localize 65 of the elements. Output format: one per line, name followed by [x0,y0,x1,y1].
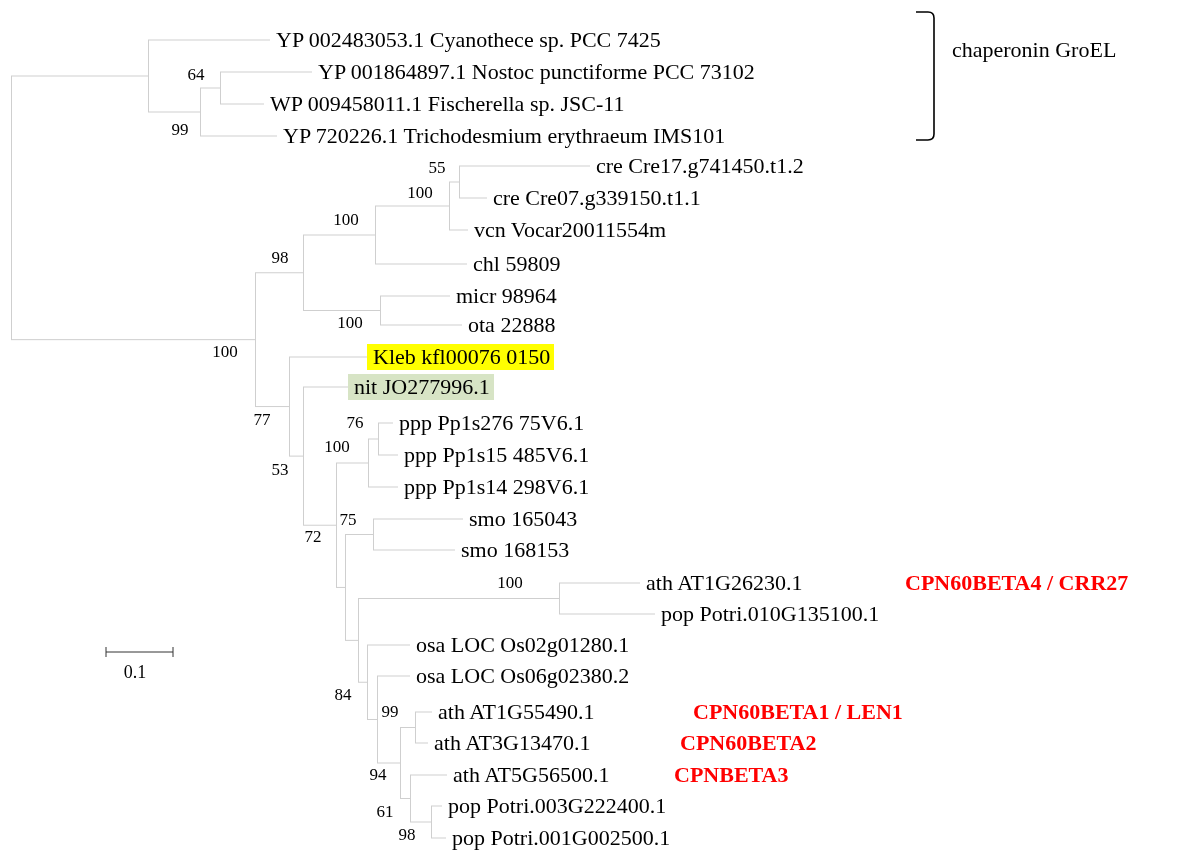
taxon-label: pop Potri.003G222400.1 [442,793,671,819]
taxon-label: Kleb kfl00076 0150 [367,344,555,370]
taxon-label: micr 98964 [450,283,561,309]
bootstrap-value: 55 [428,158,446,178]
scale-label: 0.1 [123,661,147,684]
branch-line [357,681,368,683]
taxon-label: pop Potri.001G002500.1 [446,825,675,851]
taxon-label: nit JO277996.1 [348,374,494,400]
taxon-label: cre Cre07.g339150.t1.1 [487,185,705,211]
bootstrap-value: 99 [381,702,399,722]
bootstrap-value: 100 [324,437,350,457]
branch-line [302,310,381,311]
branch-line [335,586,346,588]
taxon-label: smo 168153 [455,537,574,563]
bootstrap-value: 61 [376,802,394,822]
bootstrap-value: 100 [337,313,363,333]
branch-line [344,639,359,641]
bootstrap-value: 99 [171,120,189,140]
taxon-label: YP 002483053.1 Cyanothece sp. PCC 7425 [270,27,665,53]
bootstrap-value: 64 [187,65,205,85]
gene-name: CPN60BETA2 [680,730,817,756]
bootstrap-value: 53 [271,460,289,480]
taxon-label: smo 165043 [463,506,582,532]
taxon-label: vcn Vocar20011554m [468,217,671,243]
bootstrap-value: 72 [304,527,322,547]
taxon-label: osa LOC Os02g01280.1 [410,632,634,658]
taxon-label: chl 59809 [467,251,565,277]
taxon-label: ppp Pp1s15 485V6.1 [398,442,594,468]
bootstrap-value: 84 [334,685,352,705]
bootstrap-value: 77 [253,410,271,430]
bootstrap-value: 100 [333,210,359,230]
gene-name: CPNBETA3 [674,762,789,788]
branch-line [254,272,304,274]
branch-line [302,524,337,526]
bootstrap-value: 100 [212,342,238,362]
bootstrap-value: 100 [407,183,433,203]
taxon-label: ppp Pp1s14 298V6.1 [398,474,594,500]
gene-name: CPN60BETA4 / CRR27 [905,570,1129,596]
branch-line [366,719,378,720]
taxon-label: WP 009458011.1 Fischerella sp. JSC-11 [264,91,629,117]
bootstrap-value: 98 [271,248,289,268]
taxon-label: YP 720226.1 Trichodesmium erythraeum IMS101 [277,123,730,149]
taxon-label: cre Cre17.g741450.t1.2 [590,153,808,179]
taxon-label: YP 001864897.1 Nostoc punctiforme PCC 73102 [312,59,759,85]
taxon-label: ppp Pp1s276 75V6.1 [393,410,589,436]
branch-line [254,406,290,408]
branch-line [399,798,411,799]
taxon-label: ath AT1G26230.1 [640,570,807,596]
taxon-label: ath AT3G13470.1 [428,730,595,756]
bootstrap-value: 76 [346,413,364,433]
group-label: chaperonin GroEL [952,37,1117,63]
taxon-label: ath AT1G55490.1 [432,699,599,725]
bootstrap-value: 94 [369,765,387,785]
taxon-label: pop Potri.010G135100.1 [655,601,884,627]
branch-line [344,534,374,535]
branch-line [10,339,256,341]
taxon-label: ath AT5G56500.1 [447,762,614,788]
bootstrap-value: 98 [398,825,416,845]
bootstrap-value: 100 [497,573,523,593]
bootstrap-value: 75 [339,510,357,530]
gene-name: CPN60BETA1 / LEN1 [693,699,903,725]
branch-line [399,727,416,728]
branch-line [357,598,560,599]
taxon-label: osa LOC Os06g02380.2 [410,663,634,689]
taxon-label: ota 22888 [462,312,560,338]
